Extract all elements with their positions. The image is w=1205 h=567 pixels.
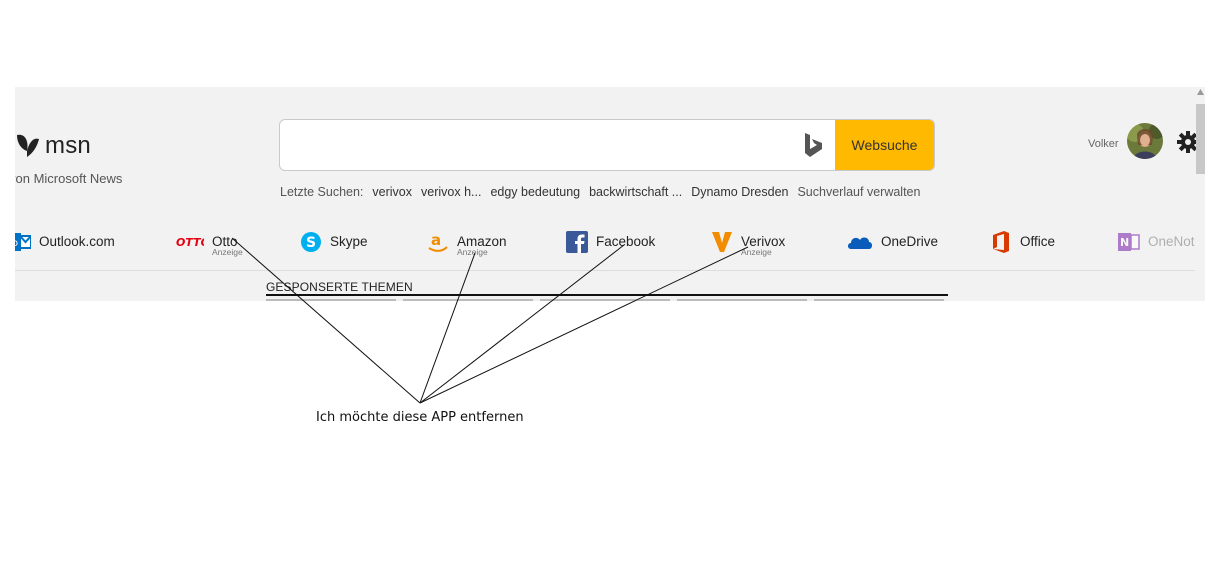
search-input[interactable] [280,120,820,170]
recent-search-link[interactable]: Dynamo Dresden [691,185,789,199]
scrollbar-thumb[interactable] [1196,104,1205,174]
sponsored-topics-heading: GESPONSERTE THEMEN [266,280,413,294]
svg-text:S: S [306,235,316,251]
divider [15,270,1195,271]
msn-logo[interactable]: msn [15,131,91,161]
scroll-up-icon[interactable] [1196,88,1205,96]
app-link-skype[interactable]: S Skype [300,227,368,257]
app-link-facebook[interactable]: Facebook [566,227,655,257]
msn-butterfly-icon [17,134,39,157]
verivox-icon [712,232,732,252]
msn-byline: von Microsoft News [15,171,123,186]
app-link-onedrive[interactable]: OneDrive [847,227,938,257]
recent-search-link[interactable]: verivox [372,185,412,199]
sponsored-tiles-strip [266,299,948,301]
app-label: Facebook [596,234,656,250]
facebook-icon [566,231,588,253]
browser-screenshot: msn von Microsoft News Websuche Letzte S… [15,87,1205,301]
svg-text:a: a [431,231,441,249]
ad-label: Anzeige [212,247,243,258]
app-label: Office [1020,234,1056,250]
recent-search-link[interactable]: verivox h... [421,185,482,199]
amazon-icon: a [428,231,448,252]
bing-icon[interactable] [802,132,824,158]
search-box: Websuche [279,119,935,171]
recent-searches: Letzte Suchen: verivox verivox h... edgy… [280,185,920,199]
recent-search-link[interactable]: edgy bedeutung [490,185,581,199]
app-link-outlook[interactable]: o Outlook.com [15,227,115,257]
app-label: OneNot [1148,234,1195,250]
svg-text:o: o [15,238,18,249]
ad-label: Anzeige [741,247,772,258]
onedrive-cloud-icon [848,237,872,249]
recent-search-link[interactable]: backwirtschaft ... [589,185,683,199]
app-link-onenote[interactable]: N OneNot [1118,227,1195,257]
ad-label: Anzeige [457,247,488,258]
app-link-office[interactable]: Office [990,227,1055,257]
skype-icon: S [301,232,321,252]
web-search-button[interactable]: Websuche [835,120,934,170]
app-label: Skype [330,234,368,250]
app-label: OneDrive [881,234,939,250]
manage-search-history-link[interactable]: Suchverlauf verwalten [797,185,921,199]
annotation-caption: Ich möchte diese APP entfernen [316,410,524,425]
office-icon [993,231,1009,253]
msn-wordmark: msn [45,132,91,159]
onenote-icon: N [1118,233,1140,251]
settings-gear-icon[interactable] [1177,131,1199,153]
outlook-icon: o [15,233,31,251]
sponsored-heading-rule [266,294,948,296]
avatar[interactable] [1127,123,1163,159]
recent-searches-label: Letzte Suchen: [280,185,364,199]
svg-text:N: N [1120,236,1129,249]
app-label: Outlook.com [39,234,115,250]
user-name[interactable]: Volker [1088,138,1119,150]
